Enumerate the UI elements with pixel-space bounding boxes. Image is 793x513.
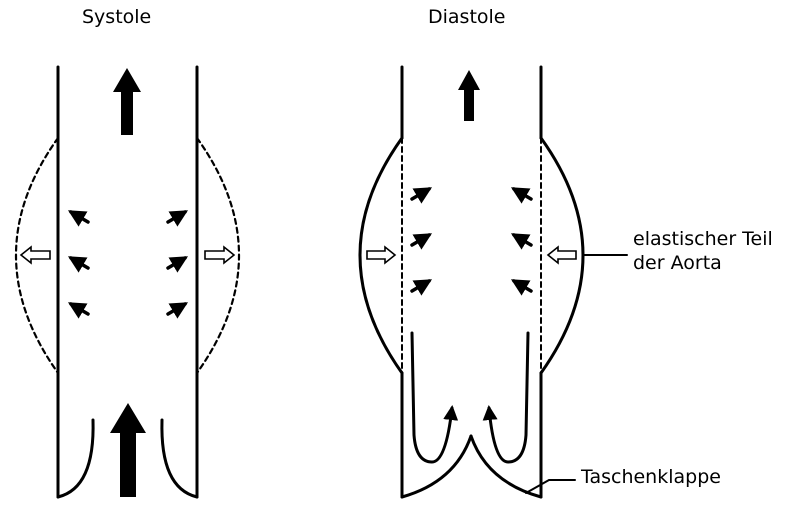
diastole-title: Diastole (428, 6, 506, 30)
systole-right-hollow-arrow (205, 247, 234, 263)
diastole-right-cusp (471, 436, 541, 497)
systole-bottom-arrow (110, 403, 146, 497)
valve-label: Taschenklappe (581, 466, 721, 490)
systole-left-hollow-arrow (21, 247, 50, 263)
systole-top-arrow (113, 68, 141, 135)
elastic-aorta-label: elastischer Teil der Aorta (633, 228, 773, 276)
systole-right-leaflet (162, 420, 197, 497)
diastole-panel (360, 67, 627, 497)
elastic-label-line1: elastischer Teil (633, 228, 773, 252)
diastole-right-hollow-arrow (548, 247, 576, 263)
diastole-top-arrow (458, 70, 480, 121)
diastole-left-cusp (402, 436, 471, 497)
systole-left-leaflet (58, 420, 93, 497)
valve-leader-line (526, 480, 575, 493)
diastole-flow-arrows (412, 189, 531, 291)
systole-title: Systole (82, 6, 151, 30)
diastole-right-backflow (489, 333, 528, 462)
systole-flow-arrows (71, 212, 185, 314)
elastic-label-line2: der Aorta (633, 252, 773, 276)
diastole-left-hollow-arrow (367, 247, 395, 263)
diastole-left-backflow (412, 333, 452, 462)
